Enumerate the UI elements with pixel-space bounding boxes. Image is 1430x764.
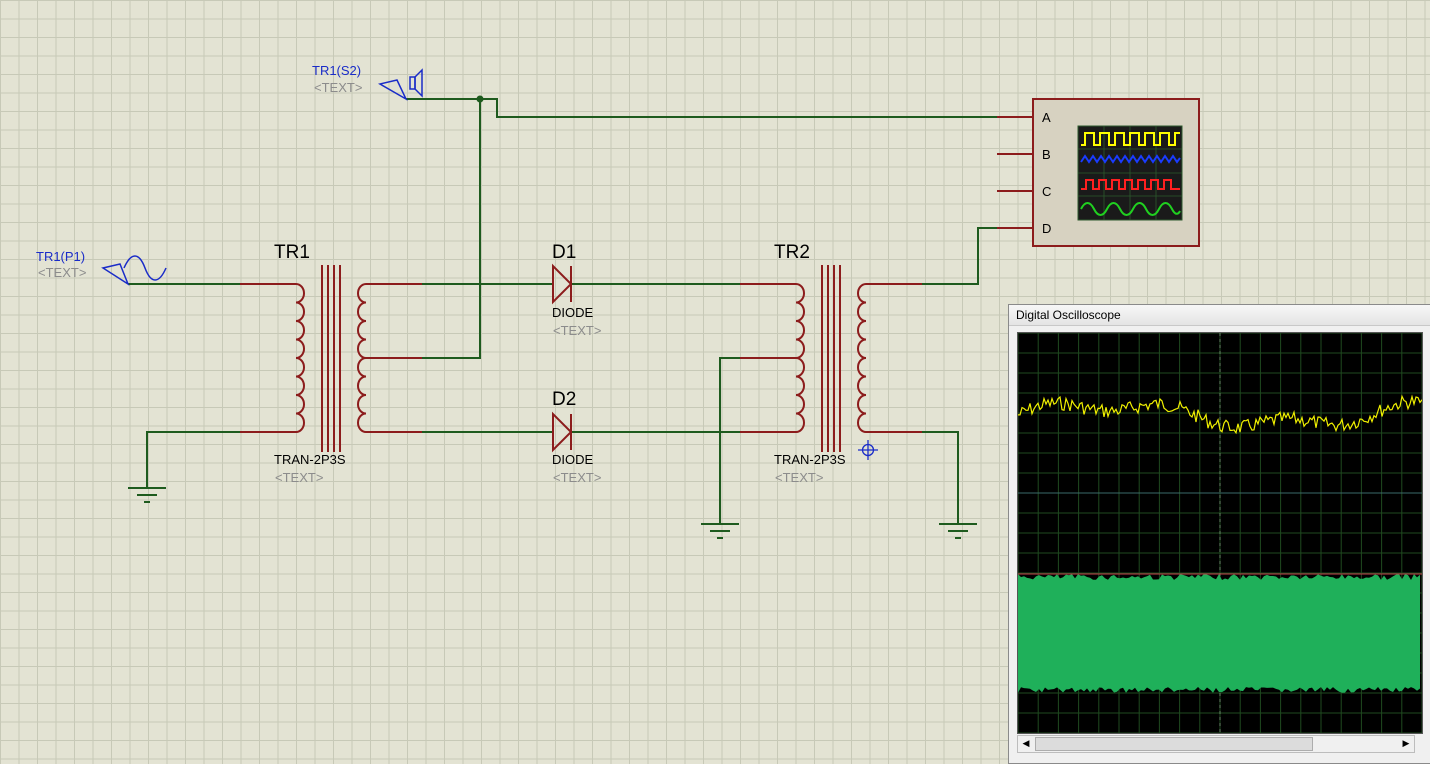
oscilloscope-window-title[interactable]: Digital Oscilloscope [1009, 305, 1430, 326]
scope-pins [997, 116, 1033, 229]
ground-symbol-1 [128, 487, 166, 503]
d1-value: DIODE [552, 305, 594, 320]
wire-s2 [406, 98, 997, 118]
tr1-value: TRAN-2P3S [274, 452, 346, 467]
d1-symbol [552, 263, 573, 305]
oscilloscope-window[interactable]: Digital Oscilloscope ◀ ▶ [1008, 304, 1430, 764]
diode-d2[interactable]: D2 DIODE <TEXT> [552, 389, 601, 485]
scope-mini-grid [1078, 126, 1182, 220]
scrollbar-thumb[interactable] [1035, 737, 1313, 751]
tr1-text: <TEXT> [275, 470, 323, 485]
d2-ref: D2 [552, 389, 576, 410]
d2-value: DIODE [552, 452, 594, 467]
tr1-ref: TR1 [274, 242, 310, 263]
diode-d1[interactable]: D1 DIODE <TEXT> [552, 242, 601, 338]
terminal-p1-flag [101, 263, 130, 286]
transformer-tr2[interactable]: TR2 TRAN-2P3S <TEXT> [740, 242, 922, 485]
d1-ref: D1 [552, 242, 576, 263]
tr1-windings [240, 265, 422, 452]
mini-trace-d [1080, 202, 1181, 216]
left-arrow-icon[interactable]: ◀ [1022, 739, 1030, 749]
crosshair-cursor-icon [858, 440, 878, 460]
terminal-p1[interactable]: TR1(P1) <TEXT> [36, 249, 167, 286]
scope-pin-b: B [1042, 147, 1051, 162]
scope-trace-d-band [1018, 574, 1420, 693]
wire-tr2-scope [922, 227, 997, 285]
ground-symbol-2 [701, 523, 739, 539]
terminal-s2[interactable]: TR1(S2) <TEXT> [312, 63, 423, 101]
junction-dot [476, 95, 484, 103]
speaker-icon [409, 68, 423, 98]
wire-tr1-ground [146, 431, 240, 488]
terminal-p1-text: <TEXT> [38, 265, 86, 280]
mini-trace-a [1081, 132, 1180, 146]
d2-symbol [552, 411, 573, 453]
scope-pin-d: D [1042, 221, 1051, 236]
wires [128, 98, 997, 524]
wire-centertap [422, 99, 481, 359]
tr2-ref: TR2 [774, 242, 810, 263]
oscilloscope-scrollbar[interactable]: ◀ ▶ [1017, 735, 1415, 753]
d1-text: <TEXT> [553, 323, 601, 338]
wire-tr2-sec-ground [922, 431, 959, 524]
oscilloscope-display[interactable] [1017, 332, 1423, 734]
ground-symbol-3 [939, 523, 977, 539]
oscilloscope-symbol[interactable]: A B C D [997, 98, 1200, 247]
terminal-s2-text: <TEXT> [314, 80, 362, 95]
sine-source-icon [123, 255, 167, 281]
wire-tr2-ground [719, 357, 740, 524]
terminal-s2-label: TR1(S2) [312, 63, 361, 78]
right-arrow-icon[interactable]: ▶ [1402, 739, 1410, 749]
scope-pin-a: A [1042, 110, 1051, 125]
oscilloscope-display-plot [1017, 332, 1423, 734]
scope-pin-c: C [1042, 184, 1051, 199]
mini-trace-b [1080, 154, 1181, 164]
terminal-s2-flag [377, 79, 408, 101]
scope-trace-a [1018, 394, 1423, 435]
oscilloscope-side-panel [1425, 332, 1430, 732]
tr2-windings [740, 265, 922, 452]
tr2-value: TRAN-2P3S [774, 452, 846, 467]
transformer-tr1[interactable]: TR1 TRAN-2P3S <TEXT> [240, 242, 422, 485]
d2-text: <TEXT> [553, 470, 601, 485]
terminal-p1-label: TR1(P1) [36, 249, 85, 264]
mini-trace-c [1081, 179, 1180, 190]
tr2-text: <TEXT> [775, 470, 823, 485]
